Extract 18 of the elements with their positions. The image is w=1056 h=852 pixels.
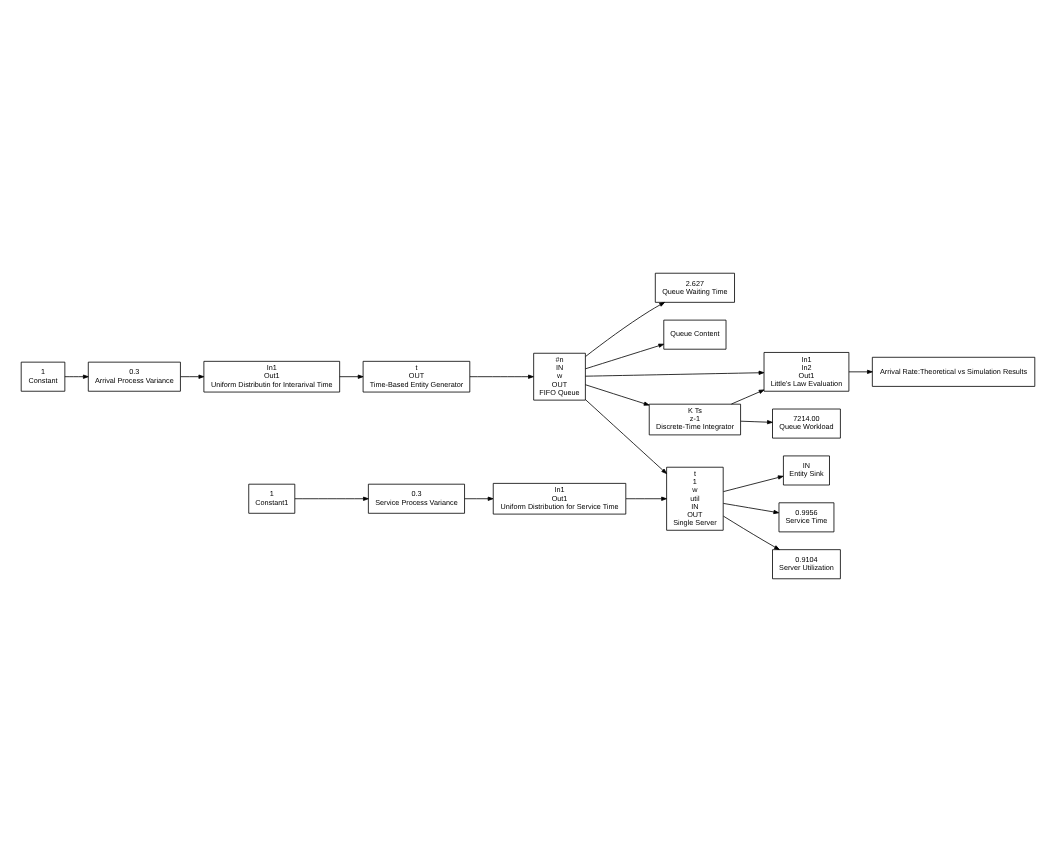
arrow	[585, 302, 665, 357]
arrow	[585, 399, 667, 474]
arrow	[723, 503, 780, 515]
arrow	[740, 420, 773, 425]
arrow	[731, 389, 765, 405]
arrow	[64, 374, 89, 379]
arrow	[464, 496, 494, 501]
arrow	[339, 374, 364, 379]
arrow	[848, 369, 873, 374]
arrow	[625, 496, 667, 501]
arrow	[294, 496, 369, 501]
arrow	[723, 515, 780, 551]
arrow	[585, 384, 650, 406]
arrow	[585, 343, 665, 370]
arrow	[723, 475, 784, 492]
arrow	[469, 374, 534, 379]
arrow	[585, 370, 765, 377]
arrow	[180, 374, 205, 379]
